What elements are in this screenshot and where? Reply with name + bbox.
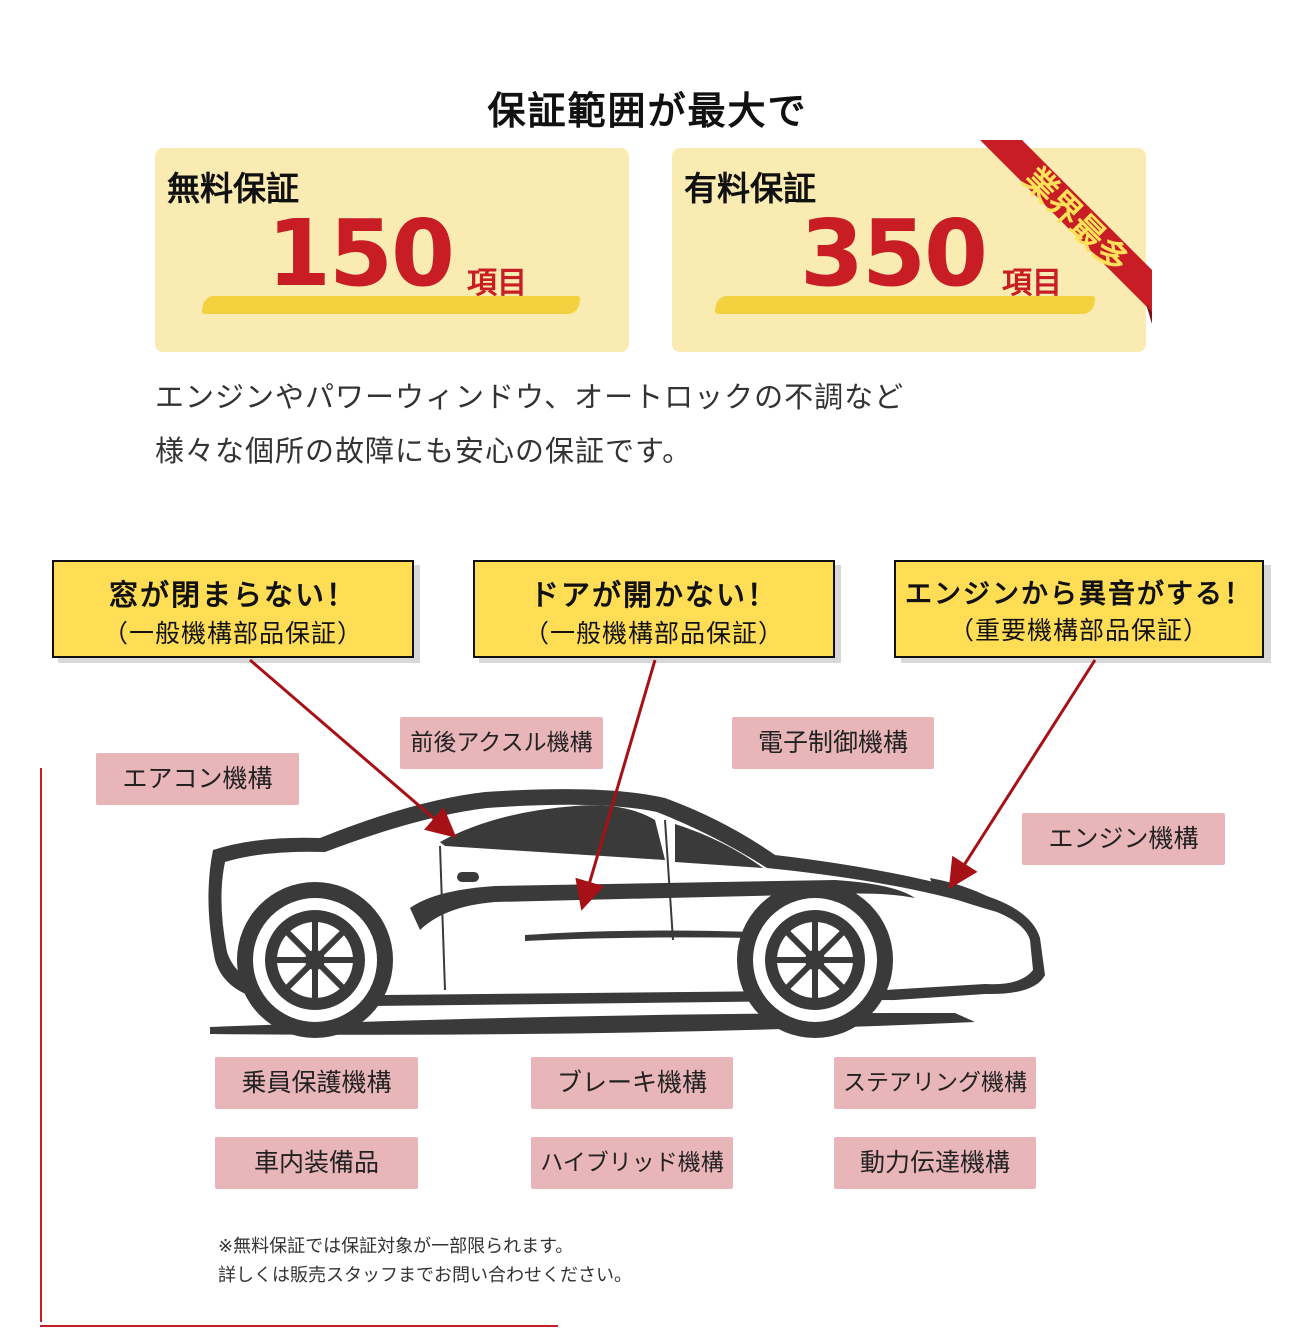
tag-occupant: 乗員保護機構 xyxy=(215,1057,418,1109)
paid-item-unit: 項目 xyxy=(1002,266,1062,301)
callout-title: ドアが開かない！ xyxy=(529,578,778,612)
footnote-line: ※無料保証では保証対象が一部限られます。 xyxy=(218,1236,574,1257)
callout-title: エンジンから異音がする！ xyxy=(905,579,1253,610)
tag-aircon: エアコン機構 xyxy=(96,753,299,805)
frame-line-vertical xyxy=(40,768,42,1322)
arrow-window xyxy=(249,658,457,838)
tag-engine: エンジン機構 xyxy=(1022,813,1225,865)
tag-electronic: 電子制御機構 xyxy=(732,717,934,769)
frame-line-horizontal xyxy=(40,1325,558,1327)
description: エンジンやパワーウィンドウ、オートロックの不調など 様々な個所の故障にも安心の保… xyxy=(155,370,904,478)
callout-engine: エンジンから異音がする！ （重要機構部品保証） xyxy=(894,560,1264,658)
callout-title: 窓が閉まらない！ xyxy=(108,578,357,612)
tag-brake: ブレーキ機構 xyxy=(531,1057,733,1109)
footnote-line: 詳しくは販売スタッフまでお問い合わせください。 xyxy=(218,1265,632,1286)
free-warranty-title: 無料保証 xyxy=(167,169,299,208)
tag-hybrid: ハイブリッド機構 xyxy=(531,1137,733,1189)
description-line: 様々な個所の故障にも安心の保証です。 xyxy=(155,434,693,468)
arrow-door xyxy=(575,659,657,911)
callout-subtitle: （重要機構部品保証） xyxy=(948,616,1209,645)
paid-warranty-card: 有料保証 350 項目 xyxy=(672,148,1146,352)
paid-item-count: 350 xyxy=(800,200,988,307)
callout-door: ドアが開かない！ （一般機構部品保証） xyxy=(473,560,835,658)
paid-warranty-title: 有料保証 xyxy=(684,169,816,208)
callout-subtitle: （一般機構部品保証） xyxy=(102,619,363,648)
tag-axle: 前後アクスル機構 xyxy=(400,717,603,769)
description-line: エンジンやパワーウィンドウ、オートロックの不調など xyxy=(155,380,905,414)
ribbon-badge: 業界最多 xyxy=(980,140,1152,324)
free-warranty-card: 無料保証 150 項目 xyxy=(155,148,629,352)
callout-window: 窓が閉まらない！ （一般機構部品保証） xyxy=(52,560,414,658)
tag-steering: ステアリング機構 xyxy=(834,1057,1036,1109)
car-illustration xyxy=(208,789,1046,1038)
tag-interior: 車内装備品 xyxy=(215,1137,418,1189)
arrow-engine xyxy=(948,659,1097,890)
tag-drivetrain: 動力伝達機構 xyxy=(834,1137,1036,1189)
footnote: ※無料保証では保証対象が一部限られます。 詳しくは販売スタッフまでお問い合わせく… xyxy=(218,1232,632,1290)
free-item-unit: 項目 xyxy=(467,266,527,301)
page-title: 保証範囲が最大で xyxy=(487,89,808,133)
free-item-count: 150 xyxy=(267,200,455,307)
callout-subtitle: （一般機構部品保証） xyxy=(523,619,784,648)
